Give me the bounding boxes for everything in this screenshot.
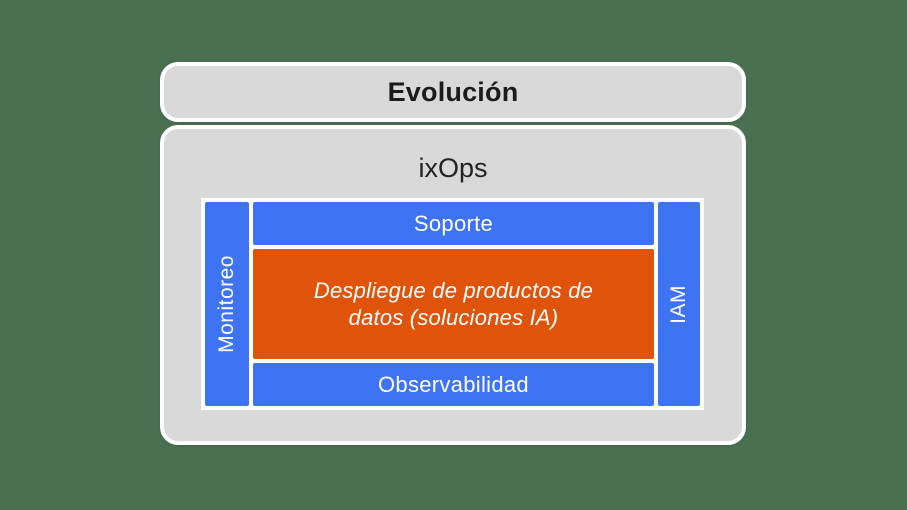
iam-bar: IAM	[658, 202, 700, 406]
evolution-title: Evolución	[387, 76, 519, 107]
despliegue-box: Despliegue de productos de datos (soluci…	[253, 249, 654, 359]
evolution-panel: Evolución	[160, 62, 746, 122]
soporte-bar: Soporte	[253, 202, 654, 245]
soporte-label: Soporte	[413, 210, 494, 236]
observabilidad-label: Observabilidad	[378, 371, 529, 397]
monitoreo-bar: Monitoreo	[205, 202, 249, 406]
monitoreo-label: Monitoreo	[215, 255, 238, 353]
iam-label: IAM	[667, 284, 690, 324]
despliegue-label: Despliegue de productos de datos (soluci…	[313, 277, 594, 331]
ixops-title: ixOps	[418, 153, 488, 183]
observabilidad-bar: Observabilidad	[253, 363, 654, 406]
ixops-architecture-grid: Monitoreo Soporte IAM Despliegue de prod…	[201, 198, 704, 410]
